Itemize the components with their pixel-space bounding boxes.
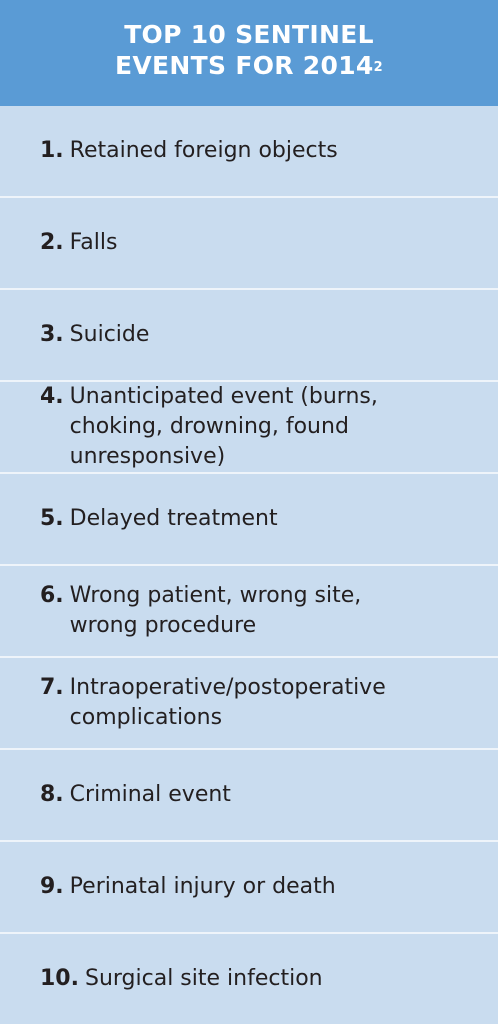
item-text: Falls	[69, 230, 118, 255]
list-item: 2.Falls	[0, 196, 498, 288]
events-list: 1.Retained foreign objects 2.Falls 3.Sui…	[0, 106, 498, 1024]
item-text: Delayed treatment	[69, 506, 278, 531]
item-number: 9.	[40, 874, 64, 899]
item-number: 1.	[40, 138, 64, 163]
list-item: 10.Surgical site infection	[0, 932, 498, 1024]
list-item: 9.Perinatal injury or death	[0, 840, 498, 932]
item-number: 6.	[40, 583, 64, 608]
item-number: 10.	[40, 966, 79, 991]
item-text: Wrong patient, wrong site, wrong procedu…	[69, 583, 362, 638]
list-item: 7.Intraoperative/postoperative complicat…	[0, 656, 498, 748]
header-title-text: EVENTS FOR 2014	[115, 51, 374, 80]
item-number: 8.	[40, 782, 64, 807]
footnote-marker: 2	[373, 60, 383, 75]
item-text: Retained foreign objects	[69, 138, 338, 163]
item-number: 2.	[40, 230, 64, 255]
list-item: 3.Suicide	[0, 288, 498, 380]
header-title-line-1: TOP 10 SENTINEL	[124, 20, 374, 49]
item-number: 7.	[40, 675, 64, 700]
item-text: Perinatal injury or death	[69, 874, 336, 899]
list-item: 8.Criminal event	[0, 748, 498, 840]
item-text: Surgical site infection	[84, 966, 323, 991]
item-text: Suicide	[69, 322, 150, 347]
item-text: Intraoperative/postoperative complicatio…	[69, 675, 386, 730]
list-item: 6.Wrong patient, wrong site, wrong proce…	[0, 564, 498, 656]
item-number: 4.	[40, 384, 64, 409]
list-item: 5.Delayed treatment	[0, 472, 498, 564]
list-item: 4.Unanticipated event (burns, choking, d…	[0, 380, 498, 472]
item-number: 5.	[40, 506, 64, 531]
item-number: 3.	[40, 322, 64, 347]
list-item: 1.Retained foreign objects	[0, 106, 498, 196]
item-text: Criminal event	[69, 782, 231, 807]
header-title-line-2: EVENTS FOR 20142	[0, 50, 498, 81]
panel-header: TOP 10 SENTINEL EVENTS FOR 20142	[0, 0, 498, 106]
item-text: Unanticipated event (burns, choking, dro…	[69, 384, 378, 469]
